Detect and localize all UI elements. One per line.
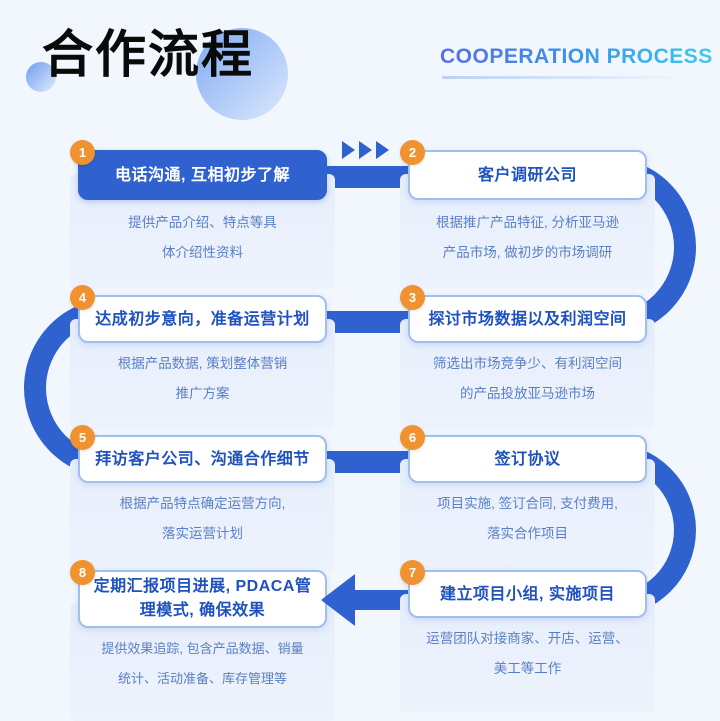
step-title-5: 拜访客户公司、沟通合作细节 — [95, 450, 310, 468]
step-card-7[interactable]: 建立项目小组, 实施项目 7 运营团队对接商家、开店、运营、 美工等工作 — [400, 560, 655, 712]
step-card-2[interactable]: 客户调研公司 2 根据推广产品特征, 分析亚马逊 产品市场, 做初步的市场调研 — [400, 140, 655, 289]
step-card-5[interactable]: 拜访客户公司、沟通合作细节 5 根据产品特点确定运营方向, 落实运营计划 — [70, 425, 335, 571]
step-title-8: 定期汇报项目进展, PDACA管 理模式, 确保效果 — [93, 578, 312, 619]
step-desc-line: 产品市场, 做初步的市场调研 — [442, 245, 613, 260]
step-header-1[interactable]: 电话沟通, 互相初步了解 — [78, 150, 327, 200]
step-desc-line: 根据产品特点确定运营方向, — [119, 496, 286, 511]
step-desc-line: 提供效果追踪, 包含产品数据、销量 — [101, 641, 304, 656]
step-card-8[interactable]: 定期汇报项目进展, PDACA管 理模式, 确保效果 8 提供效果追踪, 包含产… — [70, 560, 335, 721]
step-card-1[interactable]: 电话沟通, 互相初步了解 1 提供产品介绍、特点等具 体介绍性资料 — [70, 140, 335, 289]
step-desc-3: 筛选出市场竞争少、有利润空间 的产品投放亚马逊市场 — [400, 349, 655, 409]
step-desc-7: 运营团队对接商家、开店、运营、 美工等工作 — [400, 624, 655, 684]
page-title: 合作流程 — [42, 26, 255, 83]
step-desc-line: 提供产品介绍、特点等具 — [128, 215, 277, 230]
arrow-triangle-2 — [359, 141, 372, 159]
arrow-triangle-3 — [376, 141, 389, 159]
step-badge-6: 6 — [400, 425, 425, 450]
step-header-7[interactable]: 建立项目小组, 实施项目 — [408, 570, 647, 618]
step-desc-line: 项目实施, 签订合同, 支付费用, — [437, 496, 618, 511]
step-header-6[interactable]: 签订协议 — [408, 435, 647, 483]
step-desc-line: 体介绍性资料 — [162, 245, 243, 260]
connector-arrow-7-8 — [321, 574, 355, 626]
step-desc-2: 根据推广产品特征, 分析亚马逊 产品市场, 做初步的市场调研 — [400, 208, 655, 268]
step-badge-4: 4 — [70, 285, 95, 310]
step-badge-1: 1 — [70, 140, 95, 165]
step-badge-8: 8 — [70, 560, 95, 585]
step-desc-line: 统计、活动准备、库存管理等 — [117, 671, 287, 686]
step-title-4: 达成初步意向，准备运营计划 — [95, 310, 310, 328]
step-title-6: 签订协议 — [494, 450, 561, 468]
step-card-3[interactable]: 探讨市场数据以及利润空间 3 筛选出市场竞争少、有利润空间 的产品投放亚马逊市场 — [400, 285, 655, 429]
step-desc-line: 推广方案 — [175, 386, 230, 401]
step-title-2: 客户调研公司 — [477, 166, 577, 184]
step-desc-line: 根据产品数据, 策划整体营销 — [117, 356, 288, 371]
step-header-8[interactable]: 定期汇报项目进展, PDACA管 理模式, 确保效果 — [78, 570, 327, 628]
step-badge-2: 2 — [400, 140, 425, 165]
header-decor-dot — [26, 62, 56, 92]
step-card-6[interactable]: 签订协议 6 项目实施, 签订合同, 支付费用, 落实合作项目 — [400, 425, 655, 571]
step-badge-3: 3 — [400, 285, 425, 310]
step-desc-4: 根据产品数据, 策划整体营销 推广方案 — [70, 349, 335, 409]
step-title-1: 电话沟通, 互相初步了解 — [115, 166, 290, 184]
step-header-3[interactable]: 探讨市场数据以及利润空间 — [408, 295, 647, 343]
step-badge-5: 5 — [70, 425, 95, 450]
step-desc-5: 根据产品特点确定运营方向, 落实运营计划 — [70, 489, 335, 549]
step-desc-6: 项目实施, 签订合同, 支付费用, 落实合作项目 — [400, 489, 655, 549]
step-desc-line: 根据推广产品特征, 分析亚马逊 — [435, 215, 619, 230]
step-header-5[interactable]: 拜访客户公司、沟通合作细节 — [78, 435, 327, 483]
subtitle-underline — [442, 76, 676, 79]
step-desc-line: 的产品投放亚马逊市场 — [460, 386, 595, 401]
step-desc-line: 落实运营计划 — [162, 526, 243, 541]
arrow-triangle-1 — [342, 141, 355, 159]
step-desc-line: 运营团队对接商家、开店、运营、 — [426, 631, 629, 646]
step-desc-line: 筛选出市场竞争少、有利润空间 — [433, 356, 622, 371]
step-desc-8: 提供效果追踪, 包含产品数据、销量 统计、活动准备、库存管理等 — [70, 634, 335, 694]
step-title-3: 探讨市场数据以及利润空间 — [428, 310, 627, 328]
step-header-4[interactable]: 达成初步意向，准备运营计划 — [78, 295, 327, 343]
page-subtitle-en: COOPERATION PROCESS — [440, 45, 713, 68]
step-desc-line: 落实合作项目 — [487, 526, 568, 541]
step-badge-7: 7 — [400, 560, 425, 585]
header-decor-circle — [196, 28, 288, 120]
step-card-4[interactable]: 达成初步意向，准备运营计划 4 根据产品数据, 策划整体营销 推广方案 — [70, 285, 335, 429]
step-header-2[interactable]: 客户调研公司 — [408, 150, 647, 200]
step-desc-1: 提供产品介绍、特点等具 体介绍性资料 — [70, 208, 335, 268]
step-title-7: 建立项目小组, 实施项目 — [440, 585, 615, 603]
step-desc-line: 美工等工作 — [493, 661, 562, 676]
